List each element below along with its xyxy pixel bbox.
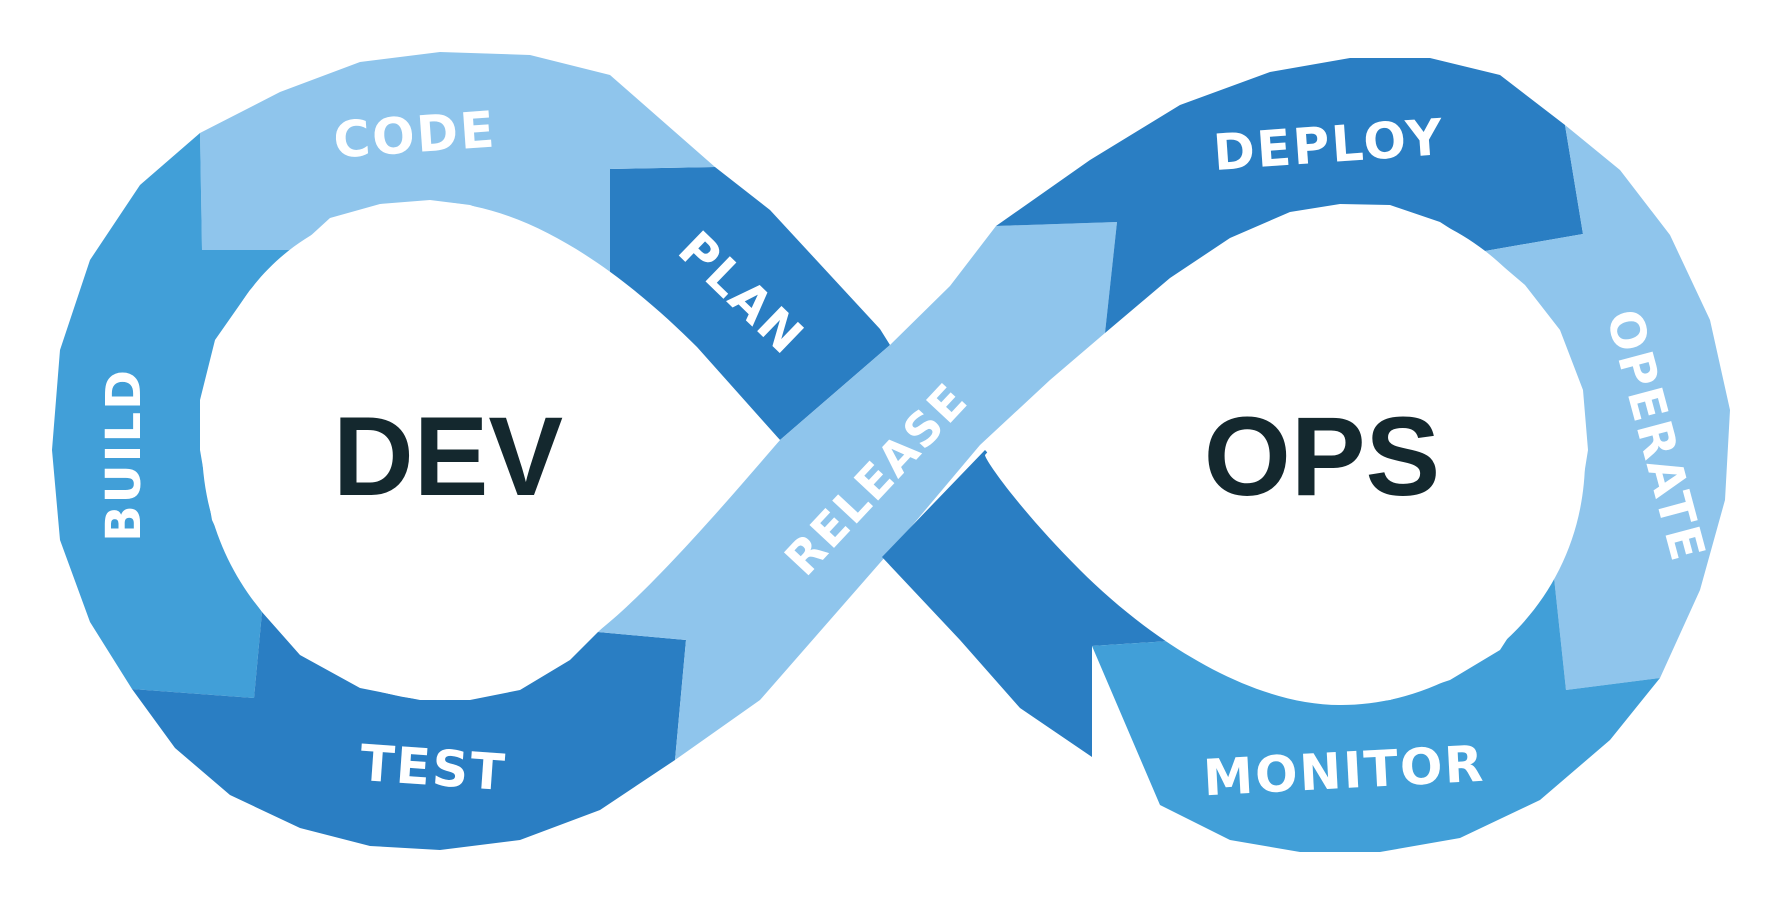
center-label-dev: DEV	[333, 394, 563, 519]
segment-crossing	[882, 450, 1185, 757]
right-loop-hole	[985, 205, 1586, 705]
segment-deploy	[996, 58, 1583, 333]
stage-label-build: BUILD	[96, 368, 152, 542]
segment-plan	[610, 167, 890, 440]
segment-monitor	[1092, 568, 1660, 852]
segment-release	[598, 222, 1117, 760]
left-loop-hole	[201, 202, 780, 701]
segment-build	[52, 133, 295, 698]
center-label-ops: OPS	[1204, 394, 1441, 519]
segment-test	[132, 612, 686, 850]
segment-code	[200, 52, 715, 275]
segment-operate	[1485, 125, 1730, 690]
stage-label-test: TEST	[358, 734, 508, 802]
stage-label-code: CODE	[332, 100, 499, 169]
infinity-band	[52, 52, 1730, 852]
